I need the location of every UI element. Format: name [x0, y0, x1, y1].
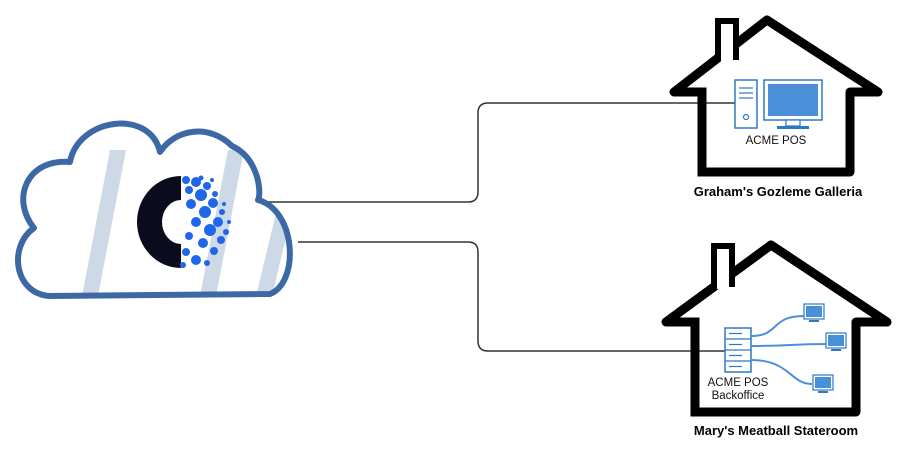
device-label-backoffice-line2: Backoffice	[712, 390, 765, 402]
device-label-acme-pos: ACME POS	[746, 135, 807, 147]
house-galleria	[669, 15, 883, 177]
house-outline	[661, 240, 892, 417]
pos-cloud-logo-icon	[137, 175, 231, 268]
server-network-icon	[724, 303, 847, 393]
house-title-galleria: Graham's Gozleme Galleria	[694, 184, 863, 199]
monitor-icon	[803, 303, 825, 322]
device-label-acme-pos-line1: ACME POS	[708, 377, 769, 389]
server-rack-icon	[724, 327, 752, 373]
monitor-icon	[825, 332, 847, 351]
house-outline	[669, 15, 883, 177]
connector-line-galleria	[268, 102, 735, 203]
desktop-computer-icon	[734, 79, 823, 129]
logo-dots	[180, 175, 231, 268]
monitor-icon	[812, 374, 834, 393]
connector-line-stateroom	[298, 241, 725, 352]
house-title-stateroom: Mary's Meatball Stateroom	[694, 423, 858, 438]
house-stateroom	[661, 240, 892, 417]
